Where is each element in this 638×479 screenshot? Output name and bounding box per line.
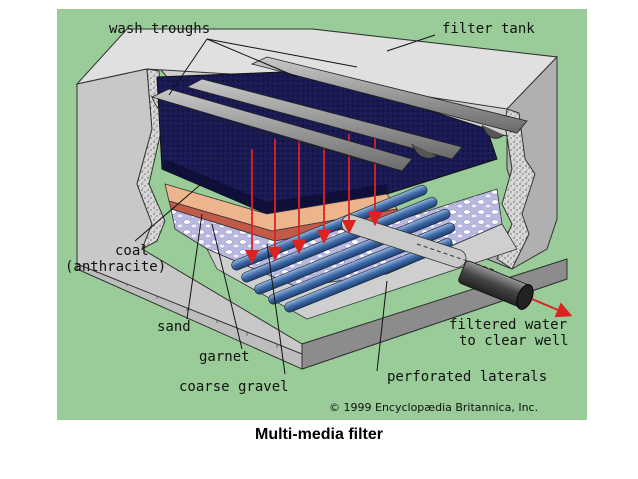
label-coarse-gravel: coarse gravel	[179, 379, 289, 395]
label-sand: sand	[157, 319, 191, 335]
label-wash-troughs: wash troughs	[109, 21, 210, 37]
label-perforated-laterals: perforated laterals	[387, 369, 547, 385]
lateral-pipe	[241, 196, 438, 283]
copyright: © 1999 Encyclopædia Britannica, Inc.	[329, 401, 538, 414]
figure-caption: Multi-media filter	[254, 426, 383, 443]
lateral-pipe	[284, 238, 453, 313]
wash-trough	[185, 78, 463, 160]
label-coal: coal	[115, 243, 149, 259]
label-filtered-water-1: filtered water	[449, 317, 567, 333]
label-garnet: garnet	[199, 349, 250, 365]
outlet-pipe	[458, 260, 534, 310]
wash-trough	[150, 88, 413, 172]
outflow-arrow	[531, 298, 573, 318]
label-anthracite: (anthracite)	[65, 259, 166, 275]
label-filtered-water-2: to clear well	[459, 333, 569, 349]
filter-diagram: wash troughs filter tank coal (anthracit…	[57, 9, 587, 420]
wash-troughs	[150, 56, 528, 172]
label-filter-tank: filter tank	[442, 21, 535, 37]
wash-trough	[250, 56, 528, 134]
